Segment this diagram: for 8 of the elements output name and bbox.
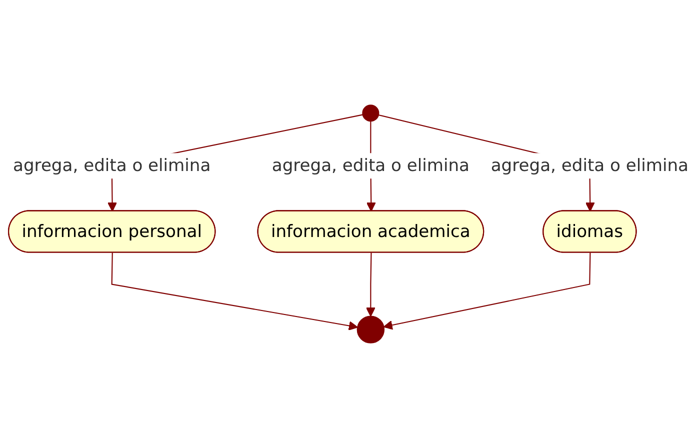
arrow [366, 252, 376, 317]
arrow [383, 252, 591, 330]
edge-label: agrega, edita o elimina [490, 155, 688, 176]
node-bullseye [356, 316, 385, 344]
edge-label: agrega, edita o elimina [272, 155, 470, 176]
edge-label: agrega, edita o elimina [13, 155, 211, 176]
arrow [111, 252, 358, 330]
node-circle [362, 104, 380, 122]
